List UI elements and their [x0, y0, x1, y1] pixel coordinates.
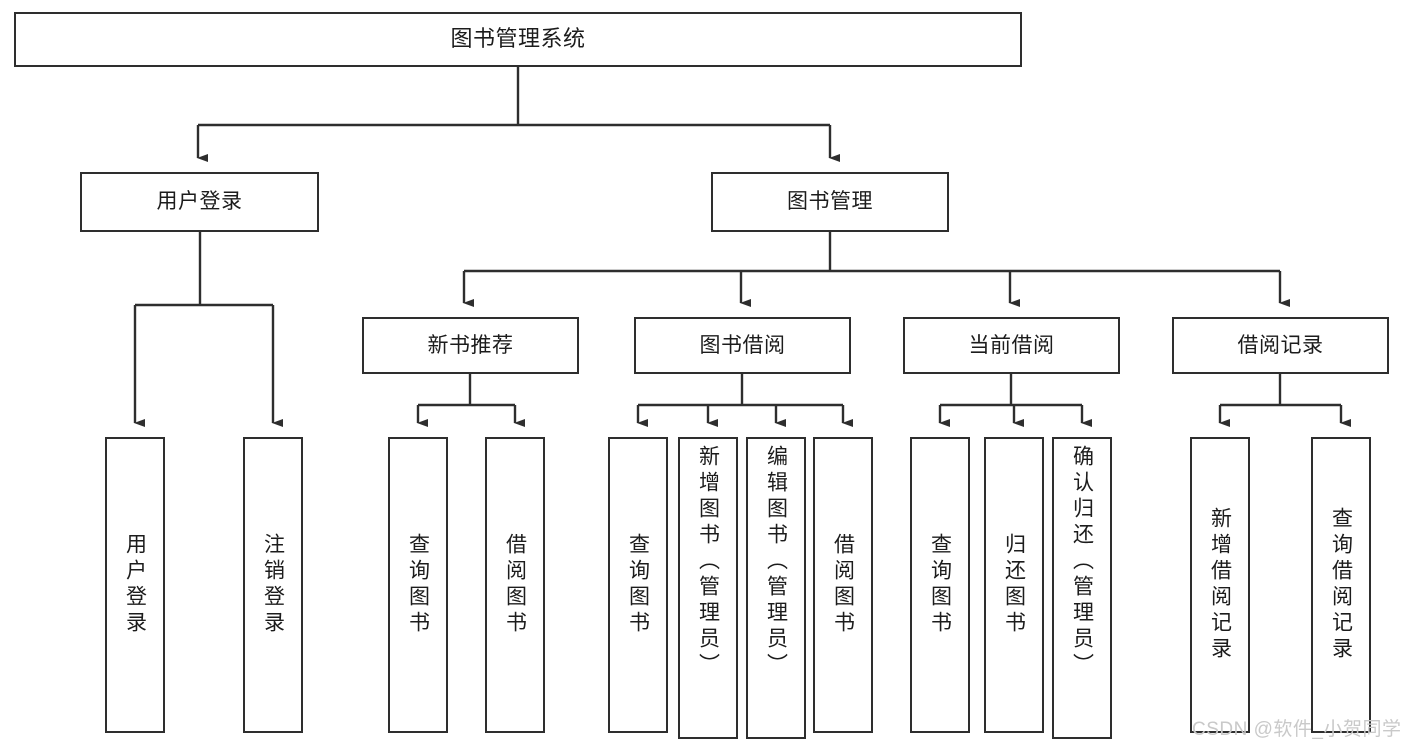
node-book-manage[interactable]: 图书管理 — [711, 172, 949, 232]
leaf-user-login[interactable]: 用户登录 — [105, 437, 165, 733]
node-label: 编辑图书（管理员） — [764, 445, 788, 679]
node-label: 查询图书 — [626, 533, 650, 637]
leaf-query-borrow-record[interactable]: 查询借阅记录 — [1311, 437, 1371, 733]
csdn-watermark: CSDN @软件_小贺同学 — [1192, 719, 1402, 740]
node-current-borrow[interactable]: 当前借阅 — [903, 317, 1120, 374]
node-label: 图书借阅 — [699, 333, 786, 357]
node-label: 图书管理 — [787, 190, 873, 214]
leaf-query-book-borrow[interactable]: 查询图书 — [608, 437, 668, 733]
node-user-login[interactable]: 用户登录 — [80, 172, 319, 232]
node-label: 查询借阅记录 — [1329, 507, 1353, 663]
node-label: 用户登录 — [156, 190, 243, 214]
leaf-borrow-book[interactable]: 借阅图书 — [813, 437, 873, 733]
leaf-return-book[interactable]: 归还图书 — [984, 437, 1044, 733]
node-label: 新增借阅记录 — [1208, 507, 1232, 663]
node-label: 查询图书 — [406, 533, 430, 637]
node-label: 归还图书 — [1002, 533, 1026, 637]
leaf-query-book-current[interactable]: 查询图书 — [910, 437, 970, 733]
node-borrow-record[interactable]: 借阅记录 — [1172, 317, 1389, 374]
leaf-add-borrow-record[interactable]: 新增借阅记录 — [1190, 437, 1250, 733]
leaf-user-logout[interactable]: 注销登录 — [243, 437, 303, 733]
leaf-query-book-recommend[interactable]: 查询图书 — [388, 437, 448, 733]
node-new-book-recommend[interactable]: 新书推荐 — [362, 317, 579, 374]
leaf-add-book-admin[interactable]: 新增图书（管理员） — [678, 437, 738, 739]
node-label: 用户登录 — [123, 533, 147, 637]
node-root[interactable]: 图书管理系统 — [14, 12, 1022, 67]
node-label: 注销登录 — [261, 533, 285, 637]
node-label: 借阅记录 — [1237, 333, 1324, 357]
leaf-borrow-book-recommend[interactable]: 借阅图书 — [485, 437, 545, 733]
node-label: 借阅图书 — [503, 533, 527, 637]
node-label: 查询图书 — [928, 533, 952, 637]
node-label: 当前借阅 — [968, 333, 1055, 357]
node-label: 新书推荐 — [427, 333, 514, 357]
node-label: 确认归还（管理员） — [1070, 445, 1094, 679]
node-label: 图书管理系统 — [450, 26, 586, 52]
node-book-borrow[interactable]: 图书借阅 — [634, 317, 851, 374]
node-label: 借阅图书 — [831, 533, 855, 637]
leaf-confirm-return-admin[interactable]: 确认归还（管理员） — [1052, 437, 1112, 739]
node-label: 新增图书（管理员） — [696, 445, 720, 679]
leaf-edit-book-admin[interactable]: 编辑图书（管理员） — [746, 437, 806, 739]
